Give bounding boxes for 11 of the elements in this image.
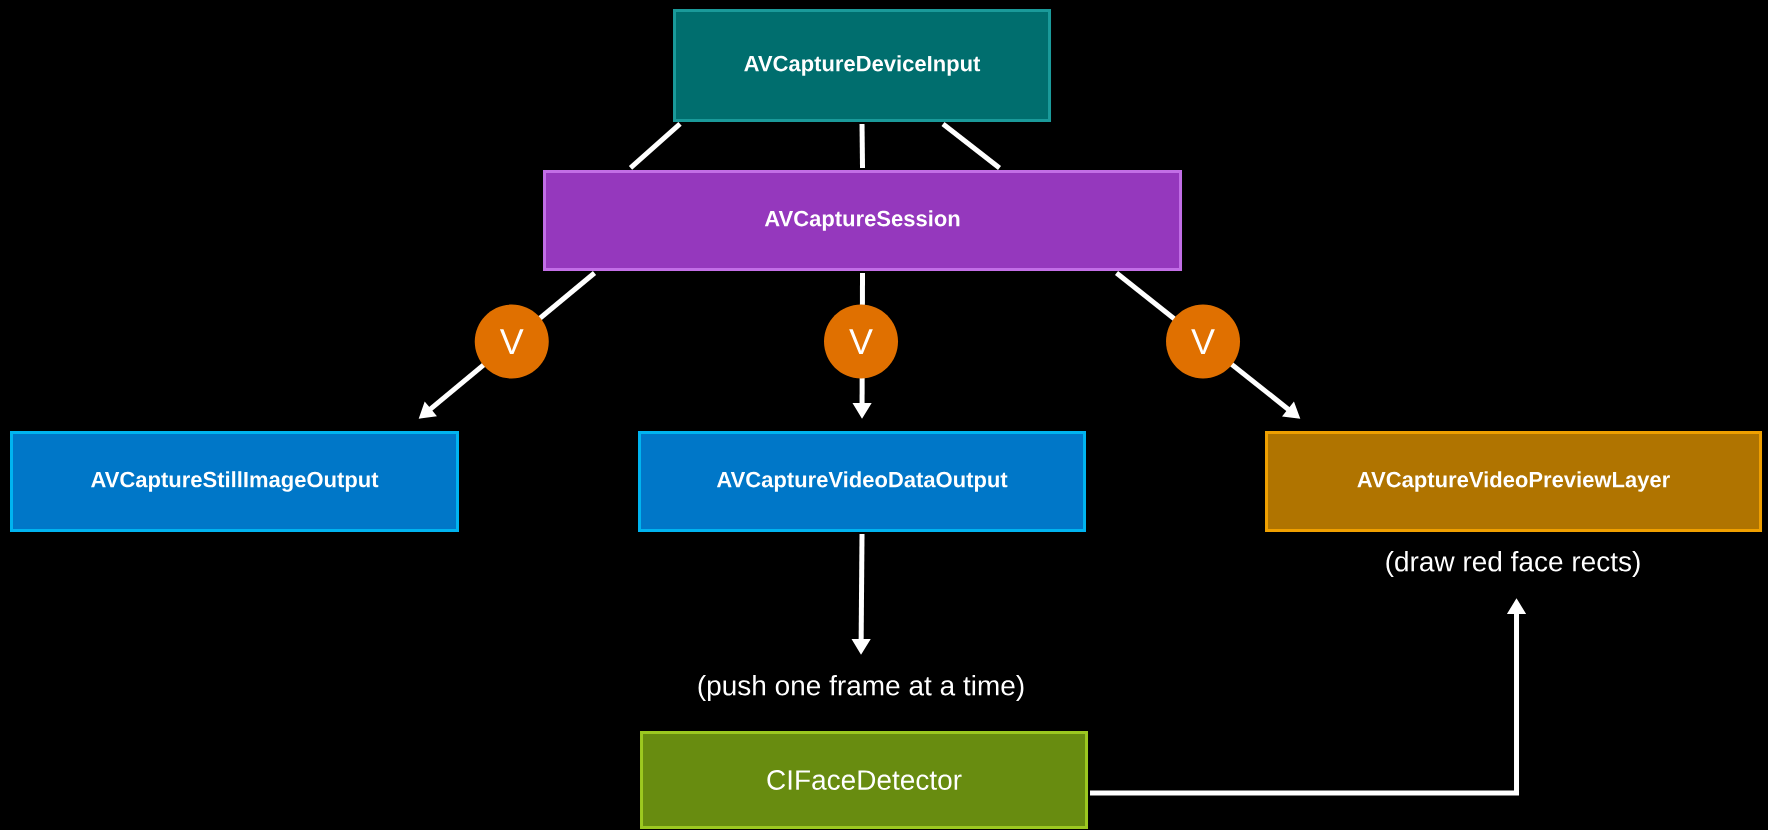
class-box: AVCaptureDeviceInput (673, 9, 1051, 122)
note-text: (draw red face rects) (1386, 550, 1640, 578)
edge-label: V (1166, 304, 1241, 379)
class-box: AVCaptureSession (543, 170, 1182, 271)
edge-label: V (474, 304, 549, 379)
edge-label: V (824, 304, 898, 379)
class-box: AVCaptureVideoPreviewLayer (1265, 431, 1762, 532)
note-text: (push one frame at a time) (698, 674, 1024, 702)
class-box: AVCaptureStillImageOutput (10, 431, 459, 532)
class-box: CIFaceDetector (640, 731, 1088, 829)
class-box: AVCaptureVideoDataOutput (638, 431, 1086, 532)
